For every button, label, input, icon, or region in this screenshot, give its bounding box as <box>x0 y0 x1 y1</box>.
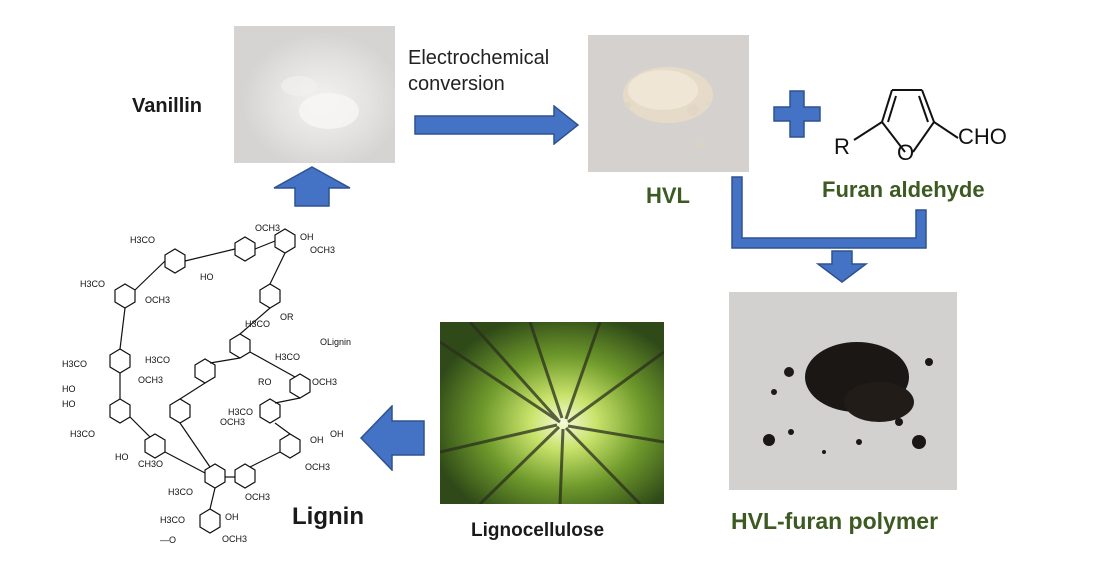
vanillin-label: Vanillin <box>132 95 203 117</box>
svg-text:—O: —O <box>160 535 176 545</box>
svg-text:OH: OH <box>330 429 344 439</box>
svg-text:OCH3: OCH3 <box>312 377 337 387</box>
svg-text:H3CO: H3CO <box>245 319 270 329</box>
svg-text:H3CO: H3CO <box>160 515 185 525</box>
svg-text:HO: HO <box>62 399 76 409</box>
svg-text:H3CO: H3CO <box>168 487 193 497</box>
arrow-up <box>272 166 352 208</box>
vanillin-photo <box>234 26 395 163</box>
hvl-photo <box>588 35 749 172</box>
svg-text:OLignin: OLignin <box>320 337 351 347</box>
svg-text:H3CO: H3CO <box>130 235 155 245</box>
svg-text:OH: OH <box>310 435 324 445</box>
svg-text:OH: OH <box>225 512 239 522</box>
svg-text:HO: HO <box>115 452 129 462</box>
furan-aldehyde-label: Furan aldehyde <box>822 177 985 202</box>
svg-text:OCH3: OCH3 <box>310 245 335 255</box>
svg-text:HO: HO <box>62 384 76 394</box>
furan-o-label: O <box>897 140 915 165</box>
arrow-right <box>414 105 579 145</box>
svg-text:H3CO: H3CO <box>62 359 87 369</box>
svg-text:RO: RO <box>258 377 272 387</box>
svg-text:H3CO: H3CO <box>145 355 170 365</box>
furan-structure <box>830 80 1030 175</box>
combine-arrow <box>728 176 938 284</box>
svg-text:H3CO: H3CO <box>80 279 105 289</box>
svg-text:OCH3: OCH3 <box>245 492 270 502</box>
svg-text:OCH3: OCH3 <box>255 223 280 233</box>
svg-text:OCH3: OCH3 <box>138 375 163 385</box>
plus-icon <box>773 90 821 143</box>
svg-text:OCH3: OCH3 <box>220 417 245 427</box>
svg-text:HO: HO <box>200 272 214 282</box>
step-label: Electrochemical conversion <box>408 47 550 95</box>
svg-text:OCH3: OCH3 <box>222 534 247 544</box>
svg-text:OCH3: OCH3 <box>305 462 330 472</box>
svg-text:H3CO: H3CO <box>228 407 253 417</box>
svg-text:OR: OR <box>280 312 294 322</box>
furan-cho-label: CHO <box>958 124 1007 149</box>
furan-r-label: R <box>834 134 850 159</box>
lignin-label: Lignin <box>292 503 364 530</box>
arrow-left <box>360 405 426 471</box>
polymer-photo <box>729 292 957 490</box>
polymer-label: HVL-furan polymer <box>731 508 939 534</box>
lignocellulose-photo <box>440 322 664 504</box>
svg-text:H3CO: H3CO <box>70 429 95 439</box>
svg-text:CH3O: CH3O <box>138 459 163 469</box>
svg-text:H3CO: H3CO <box>275 352 300 362</box>
hvl-label: HVL <box>646 183 690 208</box>
svg-text:OH: OH <box>300 232 314 242</box>
svg-text:OCH3: OCH3 <box>145 295 170 305</box>
lignocellulose-label: Lignocellulose <box>471 520 605 541</box>
lignin-structure: H3CO OCH3 OH H3CO OCH3 HO OCH3 OR OLigni… <box>50 215 380 560</box>
